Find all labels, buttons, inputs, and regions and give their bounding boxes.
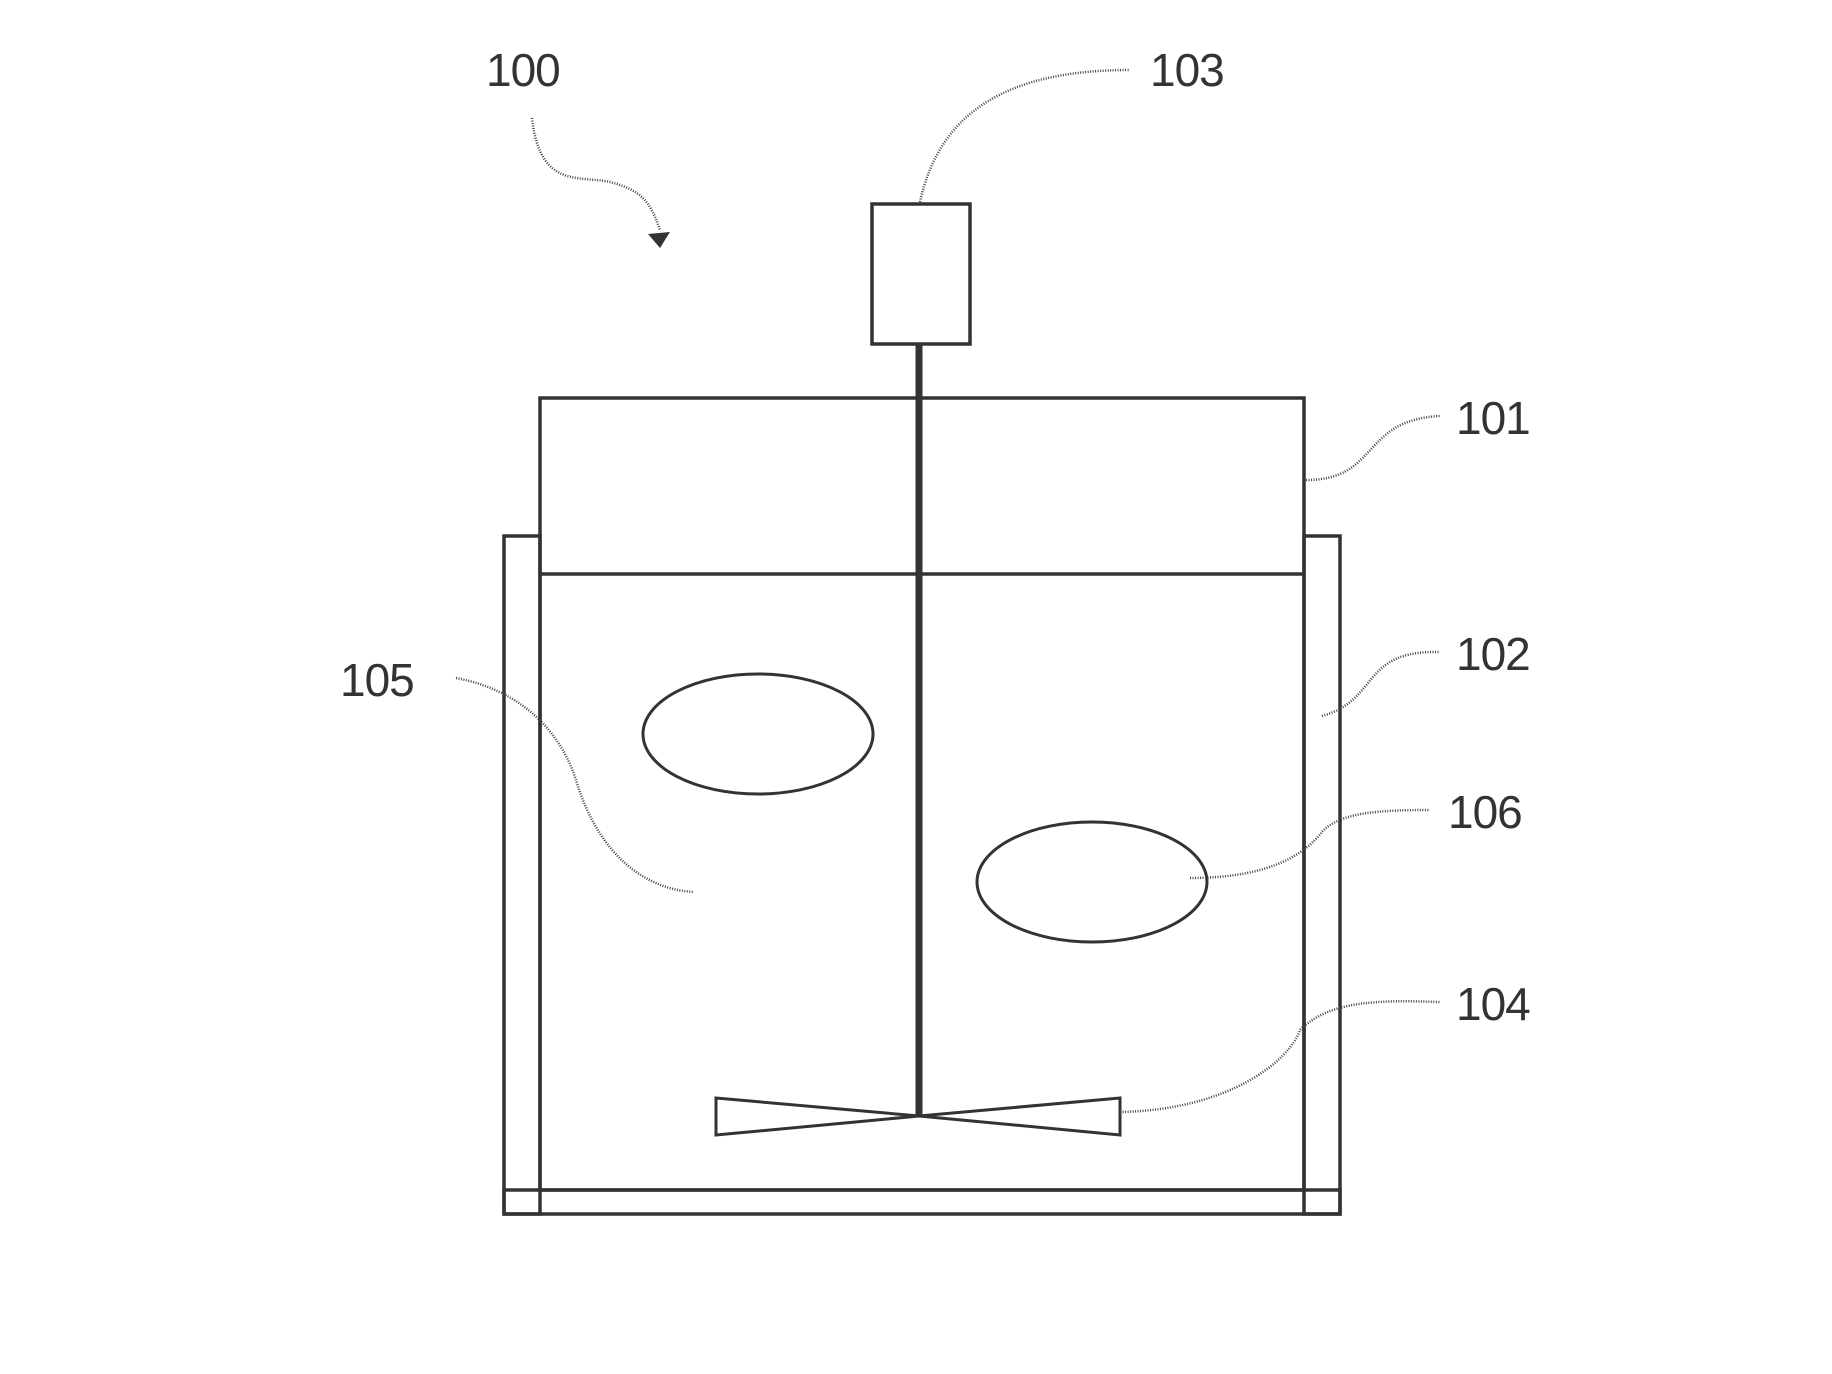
leader-100-arrow	[530, 117, 662, 231]
stirrer-assembly	[714, 202, 1122, 1137]
label-101: 101	[1456, 392, 1530, 444]
leader-105	[455, 676, 695, 894]
leader-101	[1305, 414, 1441, 482]
leader-102	[1321, 650, 1441, 718]
jacket-right-wall	[1302, 534, 1342, 1216]
particle-ellipse-lower	[975, 820, 1209, 944]
label-104: 104	[1456, 978, 1530, 1030]
label-103: 103	[1150, 44, 1224, 96]
particle-ellipse-upper	[641, 672, 875, 796]
label-100: 100	[486, 44, 560, 96]
jacket-left-wall	[502, 534, 542, 1216]
motor-box	[870, 202, 972, 346]
label-105: 105	[340, 654, 414, 706]
leader-103	[918, 68, 1131, 203]
label-102: 102	[1456, 628, 1530, 680]
leader-104	[1119, 1000, 1441, 1114]
jacket-bottom-wall	[502, 1188, 1342, 1216]
label-106: 106	[1448, 786, 1522, 838]
leader-106	[1189, 808, 1431, 880]
impeller-blade	[714, 1096, 1122, 1137]
arrowhead-100	[648, 232, 670, 248]
